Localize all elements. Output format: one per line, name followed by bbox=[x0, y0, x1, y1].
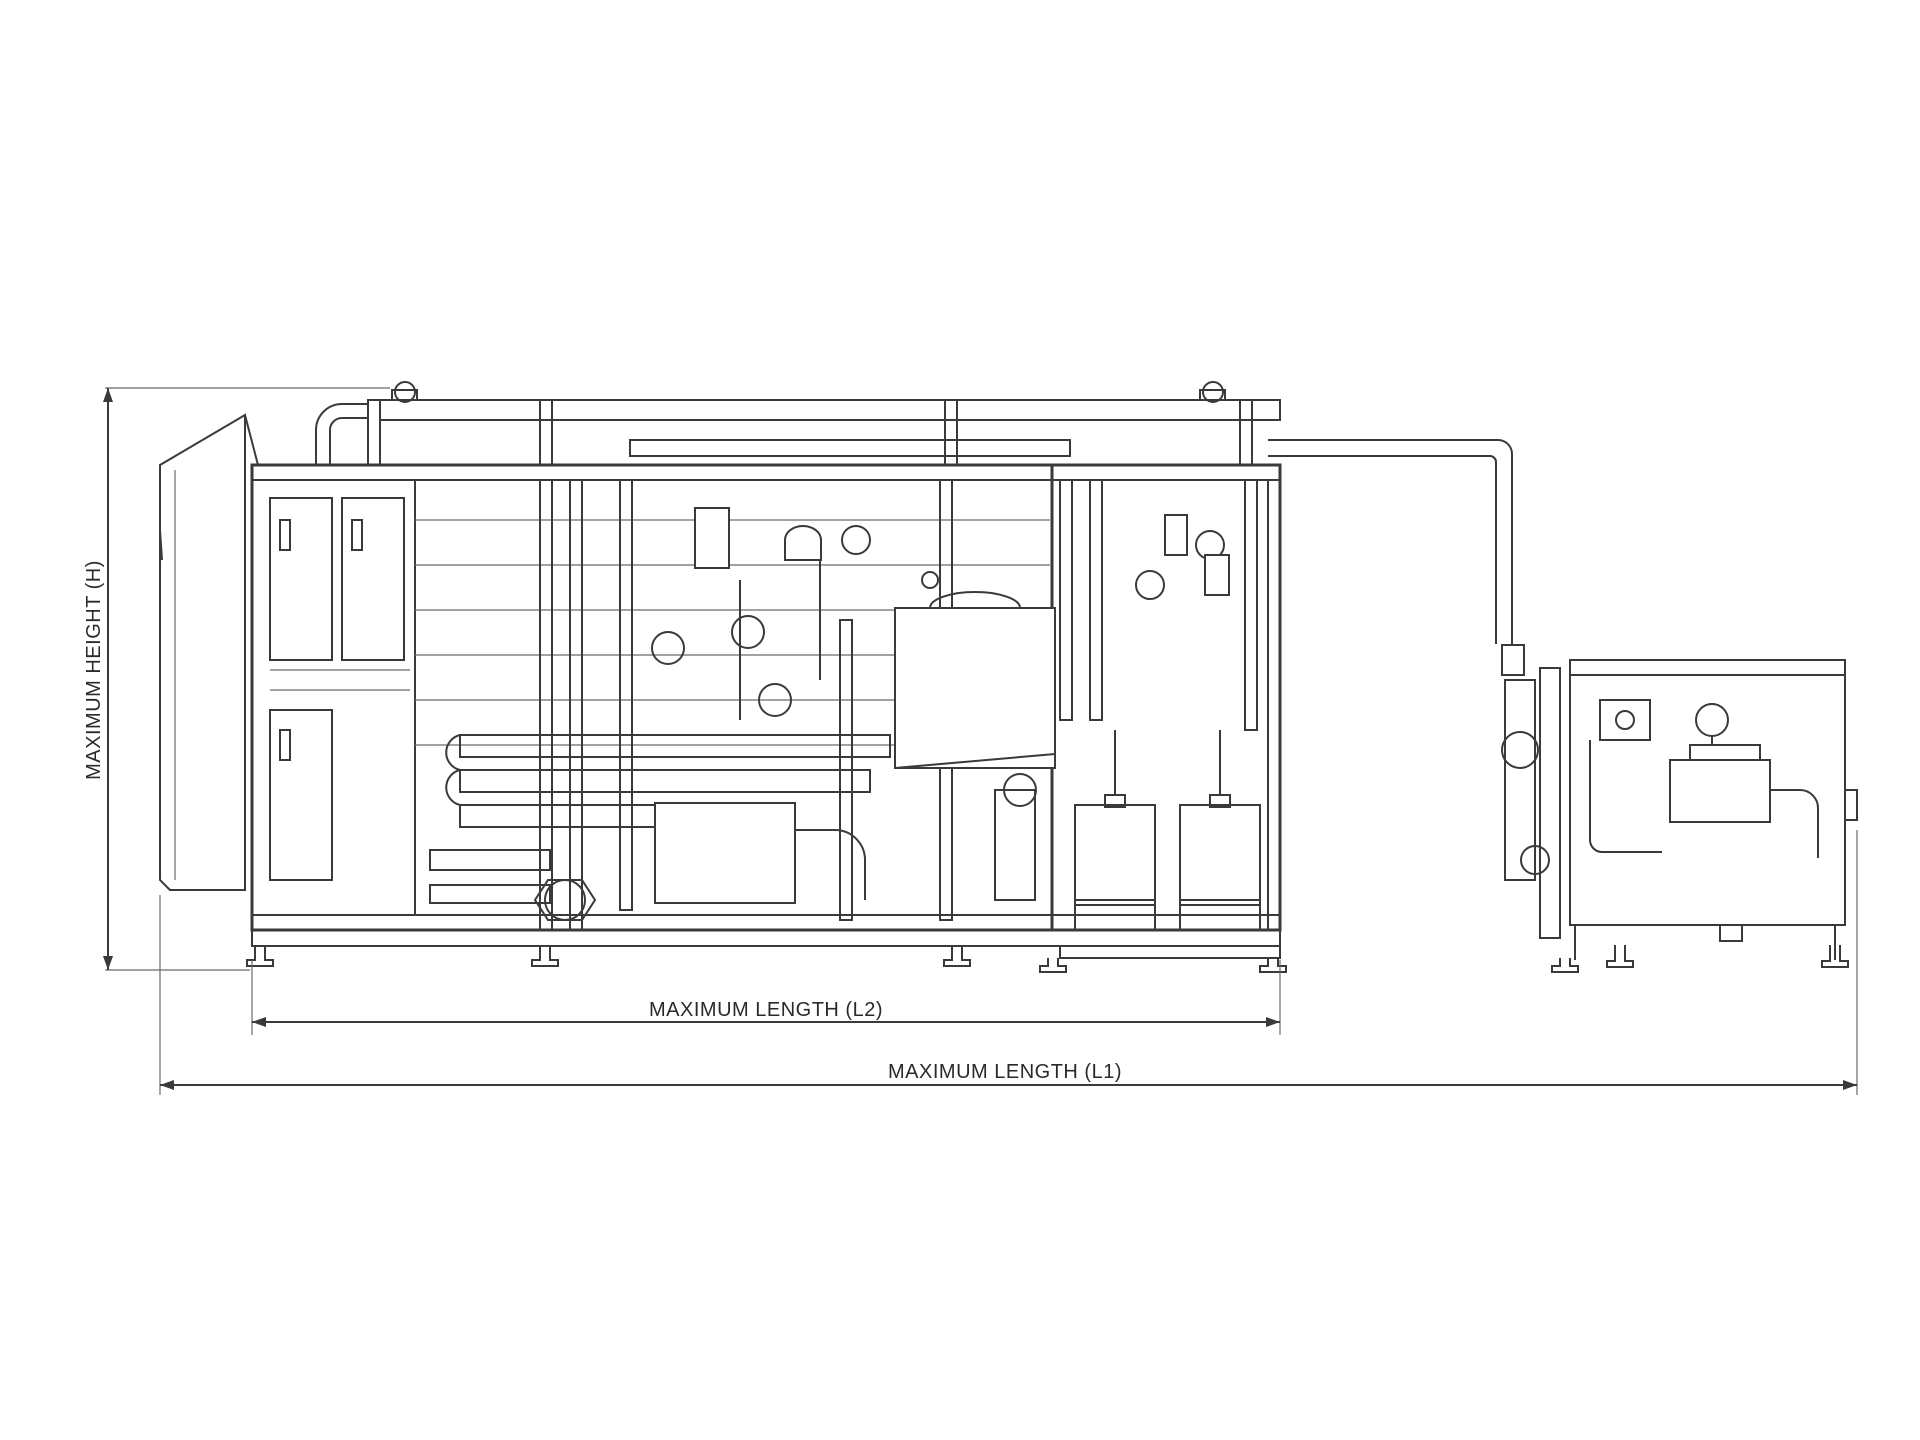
height-dimension: MAXIMUM HEIGHT (H) bbox=[83, 387, 390, 971]
pump-motor bbox=[533, 773, 1037, 921]
top-piping bbox=[315, 381, 1281, 466]
transfer-pipe bbox=[1268, 439, 1525, 676]
vertical-pipes bbox=[539, 479, 1258, 931]
valves-instruments bbox=[651, 507, 1230, 720]
chemical-containers bbox=[1074, 730, 1261, 931]
length-l1-dimension: MAXIMUM LENGTH (L1) bbox=[159, 830, 1858, 1095]
length-l1-label: MAXIMUM LENGTH (L1) bbox=[888, 1061, 1122, 1083]
electrical-panels bbox=[269, 497, 410, 881]
length-l2-dimension: MAXIMUM LENGTH (L2) bbox=[251, 960, 1281, 1035]
control-cabinet bbox=[159, 413, 259, 891]
balance-tank bbox=[894, 571, 1056, 769]
homogenizer-unit bbox=[1501, 659, 1858, 973]
tubular-heat-exchanger bbox=[429, 734, 891, 904]
height-label: MAXIMUM HEIGHT (H) bbox=[83, 560, 105, 780]
main-skid-frame bbox=[246, 463, 1287, 973]
length-l2-label: MAXIMUM LENGTH (L2) bbox=[649, 999, 883, 1021]
